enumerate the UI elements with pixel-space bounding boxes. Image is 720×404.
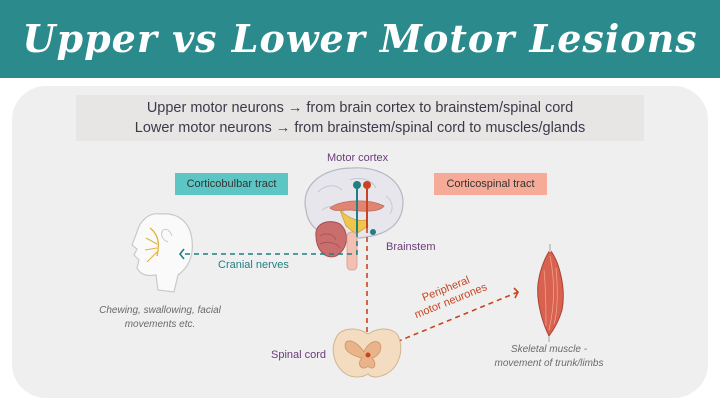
muscle-caption: Skeletal muscle - movement of trunk/limb… (484, 343, 614, 371)
corticospinal-tract-tag: Corticospinal tract (434, 173, 547, 195)
face-caption-line1: Chewing, swallowing, facial (99, 305, 221, 316)
face-caption: Chewing, swallowing, facial movements et… (95, 304, 225, 332)
cranial-nerves-label: Cranial nerves (218, 259, 289, 271)
title-banner: Upper vs Lower Motor Lesions (0, 0, 720, 78)
spinal-cord-icon (332, 328, 402, 378)
corticobulbar-tract-tag: Corticobulbar tract (175, 173, 288, 195)
face-caption-line2: movements etc. (124, 319, 196, 330)
definition-box: Upper motor neurons → from brain cortex … (76, 95, 644, 141)
lower-motor-definition: Lower motor neurons → from brainstem/spi… (134, 120, 586, 136)
upper-motor-neurons (353, 181, 376, 235)
brain-icon (304, 167, 404, 271)
upper-motor-definition: Upper motor neurons → from brain cortex … (146, 100, 574, 116)
muscle-caption-line2: movement of trunk/limbs (494, 358, 604, 369)
page-title: Upper vs Lower Motor Lesions (22, 16, 698, 61)
motor-cortex-label: Motor cortex (327, 152, 389, 164)
brainstem-label: Brainstem (386, 241, 436, 253)
head-icon (131, 213, 193, 293)
muscle-icon (537, 244, 564, 342)
muscle-caption-line1: Skeletal muscle - (510, 344, 588, 355)
spinal-cord-label: Spinal cord (271, 349, 327, 361)
cranial-nerve-path (180, 232, 358, 255)
